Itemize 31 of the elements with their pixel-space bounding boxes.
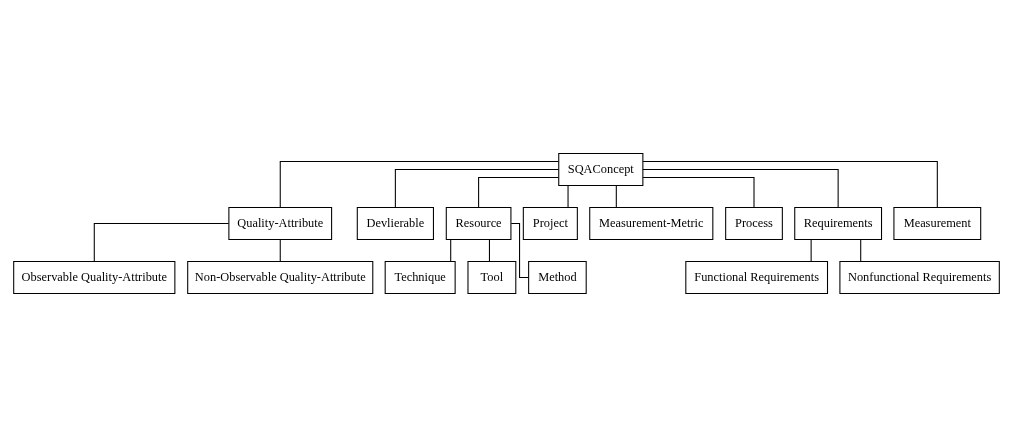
connector	[810, 239, 812, 262]
connector	[279, 239, 281, 262]
node-box: Technique	[384, 261, 456, 294]
connector	[279, 161, 560, 209]
connector	[394, 168, 560, 208]
node-box: SQAConcept	[558, 153, 644, 186]
connector	[615, 185, 617, 208]
node-box: Project	[522, 207, 578, 240]
node-box: Quality-Attribute	[228, 207, 333, 240]
node-box: Measurement-Metric	[589, 207, 714, 240]
node-box: Measurement	[893, 207, 982, 240]
node-box: Nonfunctional Requirements	[839, 261, 1000, 294]
node-box: Method	[528, 261, 587, 294]
node-box: Functional Requirements	[685, 261, 829, 294]
node-box: Process	[725, 207, 783, 240]
node-box: Non-Observable Quality-Attribute	[187, 261, 374, 294]
connector	[450, 239, 452, 262]
node-box: Tool	[467, 261, 517, 294]
connector	[488, 239, 490, 262]
connector	[642, 168, 839, 208]
connector	[510, 222, 529, 279]
node-box: Devlierable	[356, 207, 434, 240]
connector	[860, 239, 862, 262]
connector	[478, 176, 559, 208]
connector	[642, 176, 755, 208]
node-box: Observable Quality-Attribute	[13, 261, 176, 294]
node-box: Requirements	[794, 207, 883, 240]
connector	[642, 161, 938, 209]
connector	[93, 222, 230, 262]
node-box: Resource	[445, 207, 512, 240]
connector	[567, 185, 569, 208]
